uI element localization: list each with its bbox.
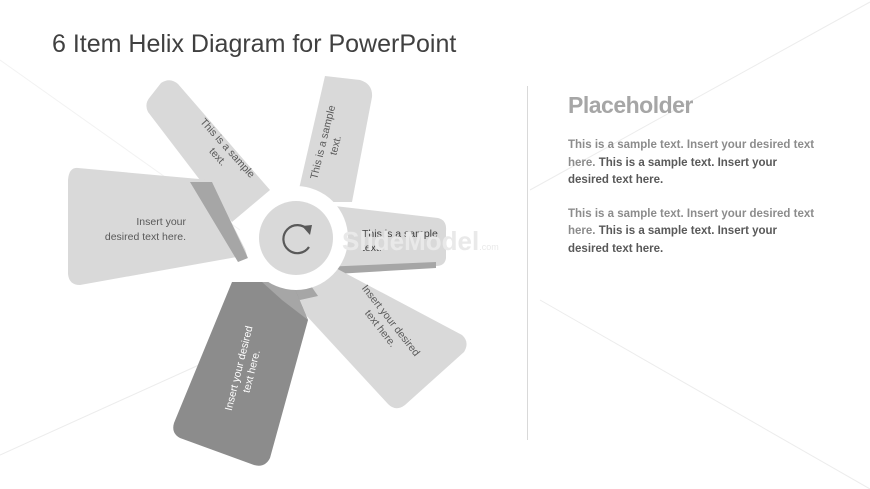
helix-blade-top-right xyxy=(296,76,373,202)
blade-label-right-line1: This is a sample xyxy=(362,228,438,240)
blade-label-top-right-line2: text. xyxy=(328,134,344,156)
watermark: SlideModel.com xyxy=(342,226,499,257)
watermark-suffix: .com xyxy=(479,242,499,252)
text-panel: Placeholder This is a sample text. Inser… xyxy=(568,92,818,274)
watermark-text: SlideModel xyxy=(342,226,480,256)
blade-label-right: This is a sample text. xyxy=(362,228,438,254)
blade-label-right-line2: text. xyxy=(362,242,382,254)
helix-blade-bottom-left xyxy=(173,282,308,466)
panel-title: Placeholder xyxy=(568,92,693,118)
page-title: 6 Item Helix Diagram for PowerPoint xyxy=(52,30,457,58)
panel-paragraph: This is a sample text. Insert your desir… xyxy=(568,137,818,190)
helix-hub xyxy=(259,201,333,275)
helix-blade-shadow xyxy=(190,182,248,262)
refresh-icon xyxy=(282,224,312,255)
blade-label-left-line1: Insert your xyxy=(136,216,186,228)
paragraph-dark-text: This is a sample text. Insert your desir… xyxy=(568,225,778,255)
helix-blade-top-left xyxy=(146,80,270,222)
paragraph-light-text: This is a sample text. Insert your desir… xyxy=(568,139,815,169)
divider xyxy=(527,86,528,440)
blade-label-left: Insert your desired text here. xyxy=(105,216,187,243)
panel-paragraph: This is a sample text. Insert your desir… xyxy=(568,206,818,259)
blade-label-left-line2: desired text here. xyxy=(105,231,186,243)
paragraph-light-text: This is a sample text. Insert your desir… xyxy=(568,207,815,238)
helix-blade-bottom-right xyxy=(292,265,467,409)
helix-blade-shadow xyxy=(262,282,308,320)
paragraph-dark-text: This is a sample text. Insert your desir… xyxy=(568,156,778,187)
